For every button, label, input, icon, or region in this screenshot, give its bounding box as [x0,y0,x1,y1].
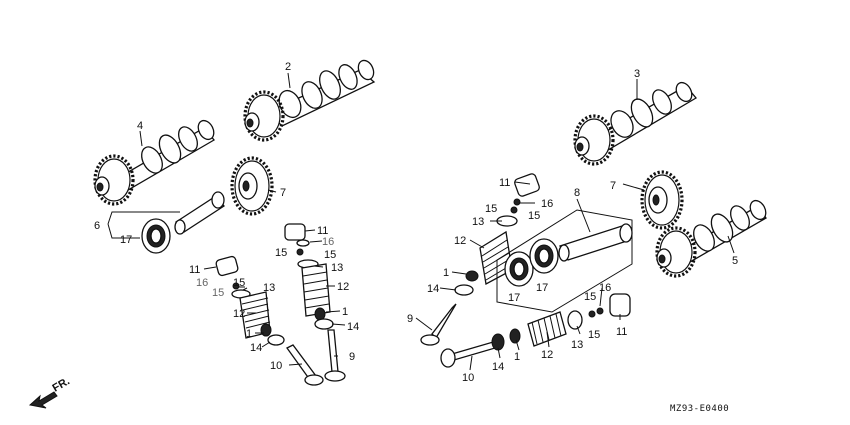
callout-13-right: 13 [472,216,484,228]
callout-5: 5 [732,255,738,267]
callout-12-left: 12 [233,308,245,320]
bearing-17-left [141,218,171,254]
callout-3: 3 [634,68,640,80]
callout-13-left: 13 [263,282,275,294]
callout-8: 8 [574,187,580,199]
diagram-code: MZ93-E0400 [670,404,729,414]
callout-12-bottom-right: 12 [541,349,553,361]
shaft-6 [174,191,225,235]
callout-12-right: 12 [454,235,466,247]
callout-7-right: 7 [610,180,616,192]
callout-14-middle: 14 [347,321,359,333]
callout-15-right-2: 15 [528,210,540,222]
valve-train-bottom-right [440,293,631,368]
callout-11-left: 11 [189,264,200,276]
callout-1-top-right: 1 [443,267,449,279]
gear-7-left [230,156,274,216]
callout-15-middle-2: 15 [324,249,336,261]
callout-10-middle: 10 [270,360,282,372]
gear-7-right [640,170,684,230]
camshaft-2 [243,59,376,142]
callout-15-left: 15 [233,277,245,289]
callout-11-middle: 11 [317,225,328,237]
callout-16-middle: 16 [322,236,334,248]
callout-15-middle-1: 15 [275,247,287,259]
camshaft-5 [655,199,767,278]
callout-16-left: 16 [196,277,208,289]
leader-lines [107,72,735,371]
callout-14-bottom-right: 14 [492,361,504,373]
callout-7-left: 7 [280,187,286,199]
callout-16-right: 16 [541,198,553,210]
callout-9-middle: 9 [349,351,355,363]
callout-13-middle: 13 [331,262,343,274]
front-direction-indicator: FR. [28,375,72,409]
callout-17-left: 17 [120,234,132,246]
callout-1-middle: 1 [342,306,348,318]
callout-15-left-2: 15 [212,287,224,299]
valve-train-right-center [420,173,540,346]
callout-6: 6 [94,220,100,232]
callout-17-right-1: 17 [508,292,520,304]
callout-11-bottom-right: 11 [616,326,627,338]
callout-11-right: 11 [499,177,510,189]
callout-13-bottom-right: 13 [571,339,583,351]
callout-17-right-2: 17 [536,282,548,294]
callout-15-right-1: 15 [485,203,497,215]
valve-train-left [215,255,324,386]
callout-labels: 2 4 3 5 6 7 7 8 17 17 17 11 11 11 11 15 … [94,61,738,384]
callout-1-bottom-right: 1 [514,351,520,363]
front-arrow-icon [28,391,58,409]
callout-9-right: 9 [407,313,413,325]
callout-15-bottom-right-1: 15 [584,291,596,303]
callout-15-bottom-right-2: 15 [588,329,600,341]
callout-16-bottom-right: 16 [599,282,611,294]
callout-2: 2 [285,61,291,73]
camshaft-4 [93,119,215,206]
callout-1-middle-left: 1 [246,328,252,340]
callout-4: 4 [137,120,143,132]
callout-12-middle: 12 [337,281,349,293]
direction-label: FR. [51,375,72,394]
callout-10-right: 10 [462,372,474,384]
callout-14-right: 14 [427,283,439,295]
callout-14-left: 14 [250,342,262,354]
camshaft-3 [573,81,697,166]
shaft-8-assembly [496,209,633,313]
